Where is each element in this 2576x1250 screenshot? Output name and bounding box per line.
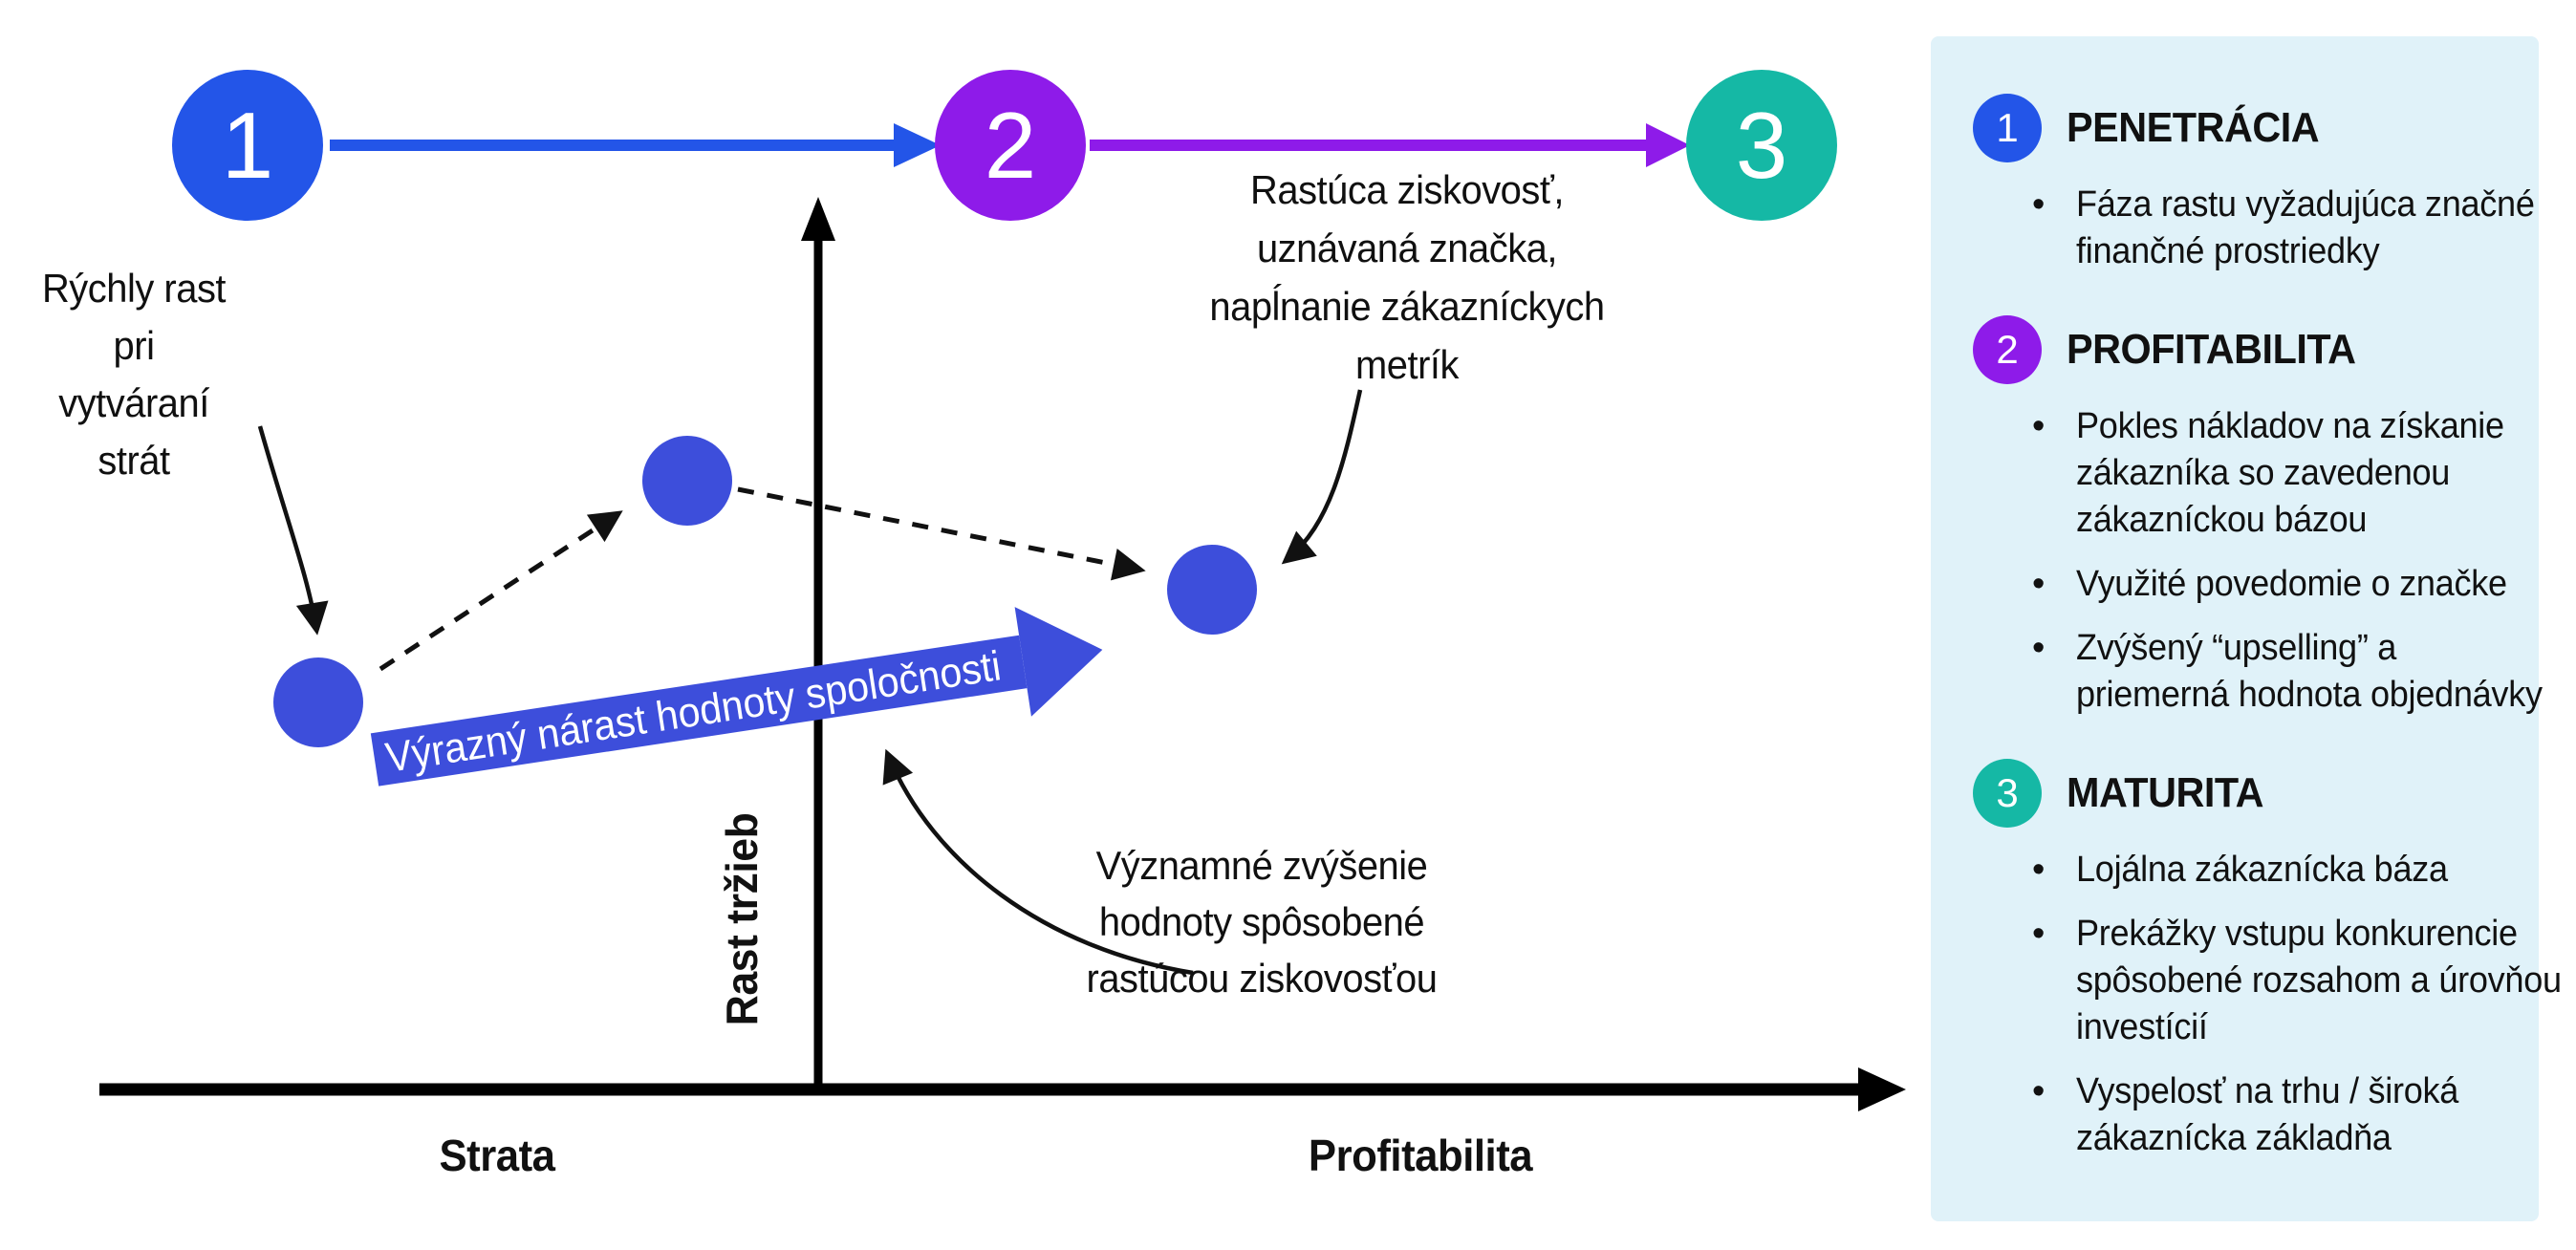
dot-stage3 — [1167, 545, 1257, 635]
value-growth-arrow-label: Výrazný nárast hodnoty spoločnosti — [382, 642, 1004, 782]
callout-arrow-left — [257, 425, 329, 636]
bullet-item: Pokles nákladov na získanie zákazníka so… — [2026, 403, 2504, 544]
stage2-number: 2 — [985, 93, 1037, 198]
dashed-arrow-dot1-dot2 — [379, 510, 623, 672]
stage3-title: MATURITA — [2067, 769, 2264, 816]
value-growth-arrow-head — [1014, 607, 1103, 717]
bullet-text: Zvýšený “upselling” a priemerná hodnota … — [2076, 628, 2543, 715]
bullet-text: Prekážky vstupu konkurencie spôsobené ro… — [2076, 914, 2562, 1047]
stage-legend-panel: 1 PENETRÁCIA Fáza rastu vyžadujúca značn… — [1931, 36, 2562, 1221]
bullet-item: Zvýšený “upselling” a priemerná hodnota … — [2026, 625, 2543, 719]
stage1-bullet-list: Fáza rastu vyžadujúca značné finančné pr… — [1973, 182, 2535, 275]
stage1-title: PENETRÁCIA — [2067, 104, 2320, 151]
x-axis-label-strata: Strata — [439, 1131, 555, 1180]
legend-heading-row: 2 PROFITABILITA — [1973, 315, 2497, 384]
dot-stage1 — [273, 657, 363, 747]
stage1-circle — [172, 70, 323, 221]
legend-heading-row: 3 MATURITA — [1973, 759, 2497, 828]
bullet-item: Lojálna zákaznícka báza — [2026, 847, 2497, 894]
stage2-title: PROFITABILITA — [2067, 326, 2356, 373]
callout-arrow-topright — [1281, 389, 1363, 565]
bullet-text: Vyspelosť na trhu / široká zákaznícka zá… — [2076, 1071, 2459, 1158]
x-axis-label-profitabilita: Profitabilita — [1308, 1131, 1533, 1180]
bullet-item: Vyspelosť na trhu / široká zákaznícka zá… — [2026, 1068, 2497, 1162]
legend-heading-row: 1 PENETRÁCIA — [1973, 94, 2497, 162]
bullet-item: Prekážky vstupu konkurencie spôsobené ro… — [2026, 911, 2562, 1051]
stage1-badge: 1 — [1973, 94, 2042, 162]
dashed-arrow-dot2-dot3 — [737, 486, 1146, 581]
legend-section-profitabilita: 2 PROFITABILITA Pokles nákladov na získa… — [1973, 315, 2543, 719]
y-axis-label: Rast tržieb — [717, 812, 767, 1026]
bullet-text: Pokles nákladov na získanie zákazníka so… — [2076, 406, 2504, 540]
bullet-item: Fáza rastu vyžadujúca značné finančné pr… — [2026, 182, 2535, 275]
flow-arrow-1-2-head — [894, 123, 941, 167]
stage2-badge: 2 — [1973, 315, 2042, 384]
stage2-bullet-list: Pokles nákladov na získanie zákazníka so… — [1973, 403, 2543, 719]
stage3-number: 3 — [1736, 93, 1788, 198]
stage2-circle — [935, 70, 1086, 221]
stage3-badge: 3 — [1973, 759, 2042, 828]
annotation-value-increase: Významné zvýšenie hodnoty spôsobené rast… — [1086, 843, 1438, 1001]
bullet-text: Lojálna zákaznícka báza — [2076, 850, 2448, 890]
stage1-number: 1 — [222, 93, 274, 198]
bullet-text: Fáza rastu vyžadujúca značné finančné pr… — [2076, 184, 2535, 271]
flow-arrow-2-3-head — [1646, 123, 1690, 167]
x-axis-arrowhead — [1858, 1067, 1906, 1111]
annotation-rapid-growth: Rýchly rast pri vytváraní strát — [41, 266, 227, 483]
dot-stage2 — [642, 436, 732, 526]
y-axis-arrowhead — [801, 197, 835, 241]
stage3-bullet-list: Lojálna zákaznícka báza Prekážky vstupu … — [1973, 847, 2562, 1162]
bullet-item: Využité povedomie o značke — [2026, 561, 2507, 608]
stage3-circle — [1686, 70, 1837, 221]
value-growth-arrow-band — [370, 635, 1028, 787]
callout-arrow-bottom — [882, 748, 1194, 976]
bullet-text: Využité povedomie o značke — [2076, 564, 2507, 604]
legend-section-maturita: 3 MATURITA Lojálna zákaznícka báza Preká… — [1973, 759, 2562, 1162]
annotation-growing-profitability: Rastúca ziskovosť, uznávaná značka, napĺ… — [1209, 167, 1605, 387]
legend-section-penetracia: 1 PENETRÁCIA Fáza rastu vyžadujúca značn… — [1973, 94, 2535, 275]
